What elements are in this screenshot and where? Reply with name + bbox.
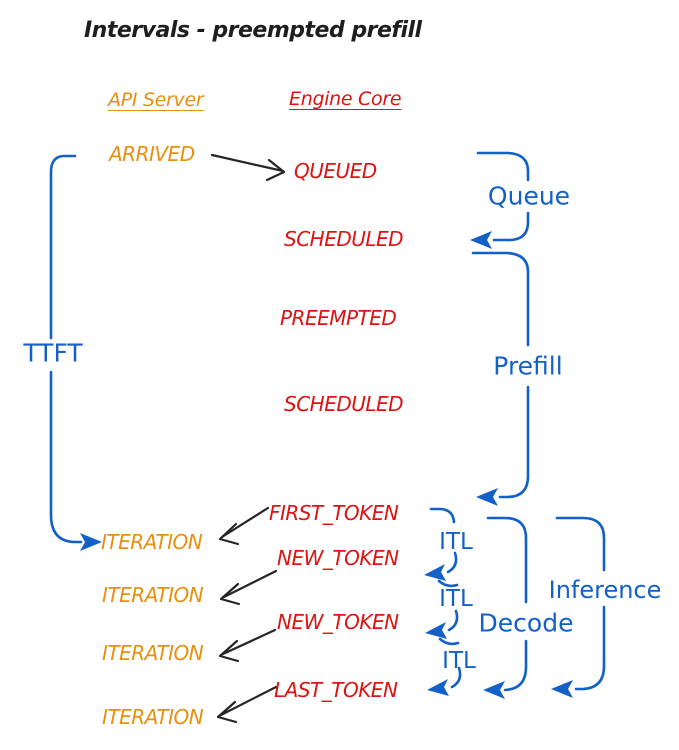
interval-label-inference: Inference <box>548 576 662 604</box>
arrow-first-token-to-iteration1 <box>218 506 270 546</box>
column-header-engine-core: Engine Core <box>289 88 402 110</box>
event-scheduled-2: SCHEDULED <box>284 392 404 416</box>
event-iteration-2: ITERATION <box>102 583 204 607</box>
ttft-arrowhead-icon <box>80 533 102 551</box>
arrow-last-token-to-iteration4 <box>216 685 278 724</box>
itl3-arrowhead-icon <box>427 679 449 696</box>
inference-arrowhead-icon <box>551 680 573 698</box>
prefill-arrowhead-icon <box>476 488 498 506</box>
interval-label-ttft: TTFT <box>23 338 83 368</box>
event-new-token-2: NEW_TOKEN <box>277 610 399 634</box>
event-arrived: ARRIVED <box>109 142 195 166</box>
event-iteration-4: ITERATION <box>102 705 204 729</box>
interval-label-queue: Queue <box>487 181 571 211</box>
diagram-title: Intervals - preempted prefill <box>84 18 422 43</box>
event-preempted: PREEMPTED <box>280 306 397 330</box>
event-iteration-1: ITERATION <box>101 530 203 554</box>
itl1-arrowhead-icon <box>424 564 446 581</box>
event-scheduled-1: SCHEDULED <box>284 227 404 251</box>
event-last-token: LAST_TOKEN <box>274 678 398 702</box>
interval-label-itl-2: ITL <box>439 586 473 612</box>
decode-arrowhead-icon <box>483 681 505 699</box>
event-first-token: FIRST_TOKEN <box>269 501 399 525</box>
event-queued: QUEUED <box>294 159 377 183</box>
column-header-api-server: API Server <box>108 89 204 111</box>
arrow-new-token2-to-iteration3 <box>218 628 277 663</box>
itl2-arrowhead-icon <box>425 622 447 639</box>
interval-label-decode: Decode <box>478 608 574 638</box>
queue-arrowhead-icon <box>470 231 492 249</box>
arrow-new-token1-to-iteration2 <box>219 569 278 606</box>
interval-label-itl-3: ITL <box>442 648 476 674</box>
interval-label-prefill: Prefill <box>493 351 563 381</box>
event-new-token-1: NEW_TOKEN <box>277 546 399 570</box>
interval-label-itl-1: ITL <box>439 529 473 555</box>
itl2-bracket <box>425 609 460 646</box>
event-iteration-3: ITERATION <box>102 641 204 665</box>
arrow-arrived-to-queued <box>210 153 286 182</box>
